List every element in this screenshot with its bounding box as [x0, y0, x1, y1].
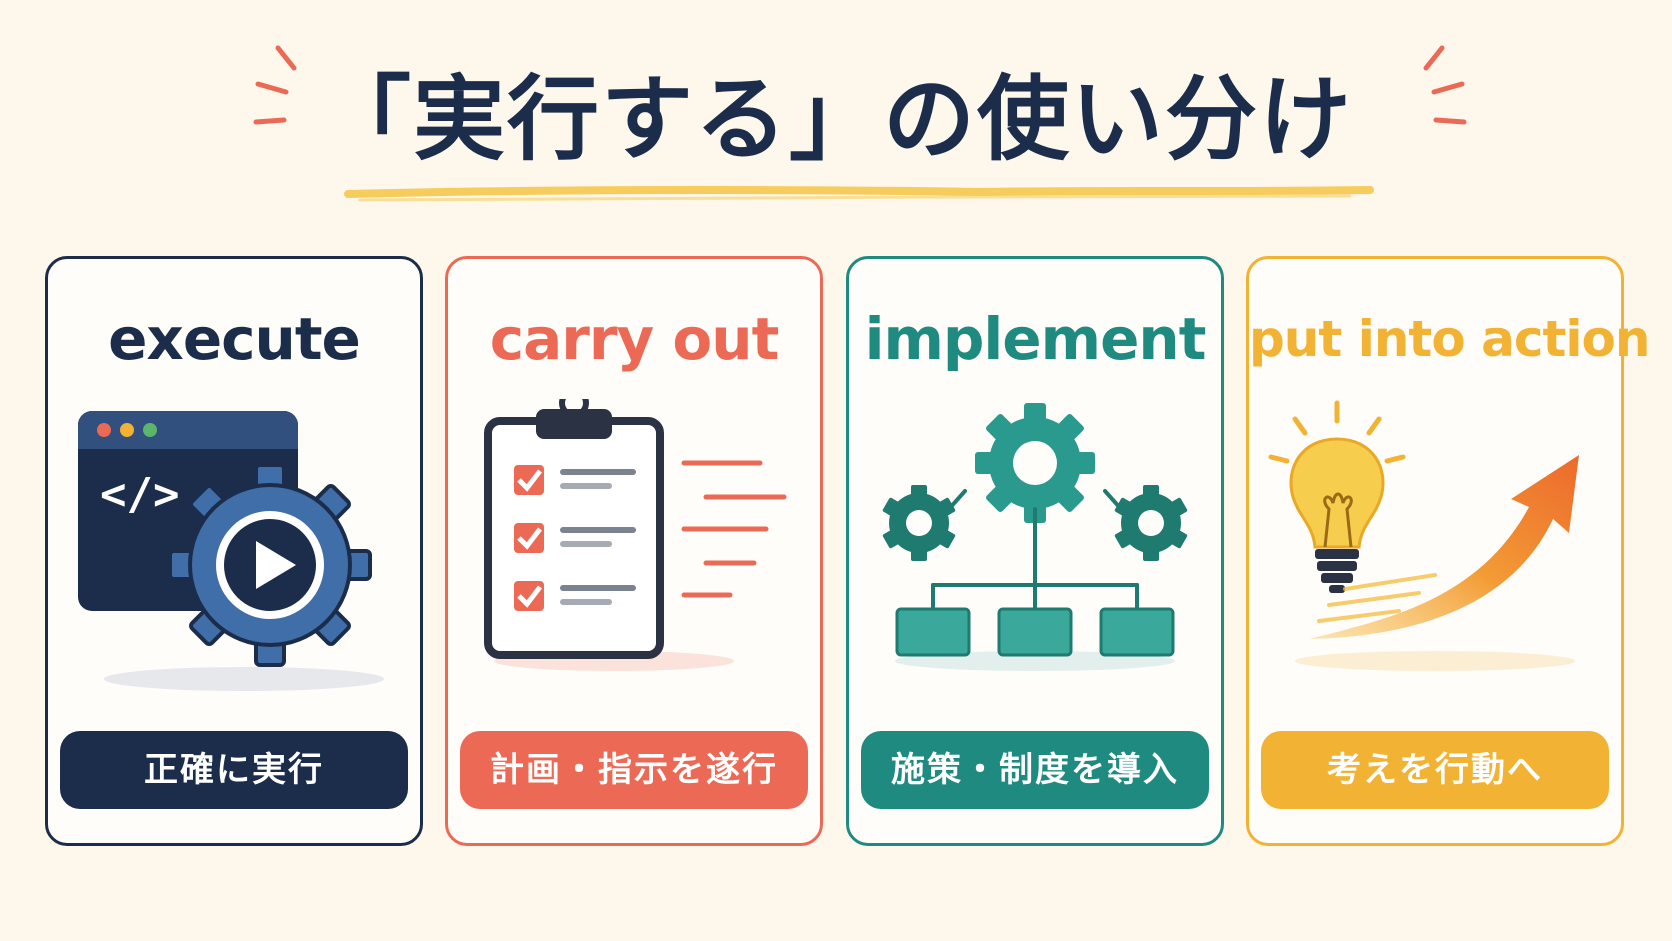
code-window-gear-play-icon: </> — [78, 411, 384, 691]
svg-text:</>: </> — [100, 469, 179, 520]
card-label: 考えを行動へ — [1261, 731, 1609, 809]
gears-hierarchy-icon — [882, 403, 1188, 671]
page-title: 「実行する」の使い分け — [318, 66, 1353, 173]
clipboard-checklist-icon — [484, 399, 787, 671]
card-heading: put into action — [1249, 310, 1650, 368]
lightbulb-arrow-icon — [1268, 400, 1579, 671]
card-label: 計画・指示を遂行 — [460, 731, 808, 809]
card-heading: carry out — [489, 305, 780, 373]
card-execute: execute </> 正確に実行 — [45, 256, 423, 846]
card-heading: implement — [864, 305, 1207, 373]
card-carry-out: carry out 計画・指示を遂行 — [445, 256, 823, 846]
card-heading: execute — [108, 305, 361, 373]
card-label: 正確に実行 — [60, 731, 408, 809]
title-underline — [344, 186, 1374, 202]
card-implement: implement — [846, 256, 1224, 846]
card-put-into-action: put into action — [1246, 256, 1650, 846]
title-area: 「実行する」の使い分け — [0, 60, 1672, 210]
left-spark-icon — [253, 45, 297, 125]
card-label: 施策・制度を導入 — [861, 731, 1209, 809]
right-spark-icon — [1423, 45, 1467, 125]
